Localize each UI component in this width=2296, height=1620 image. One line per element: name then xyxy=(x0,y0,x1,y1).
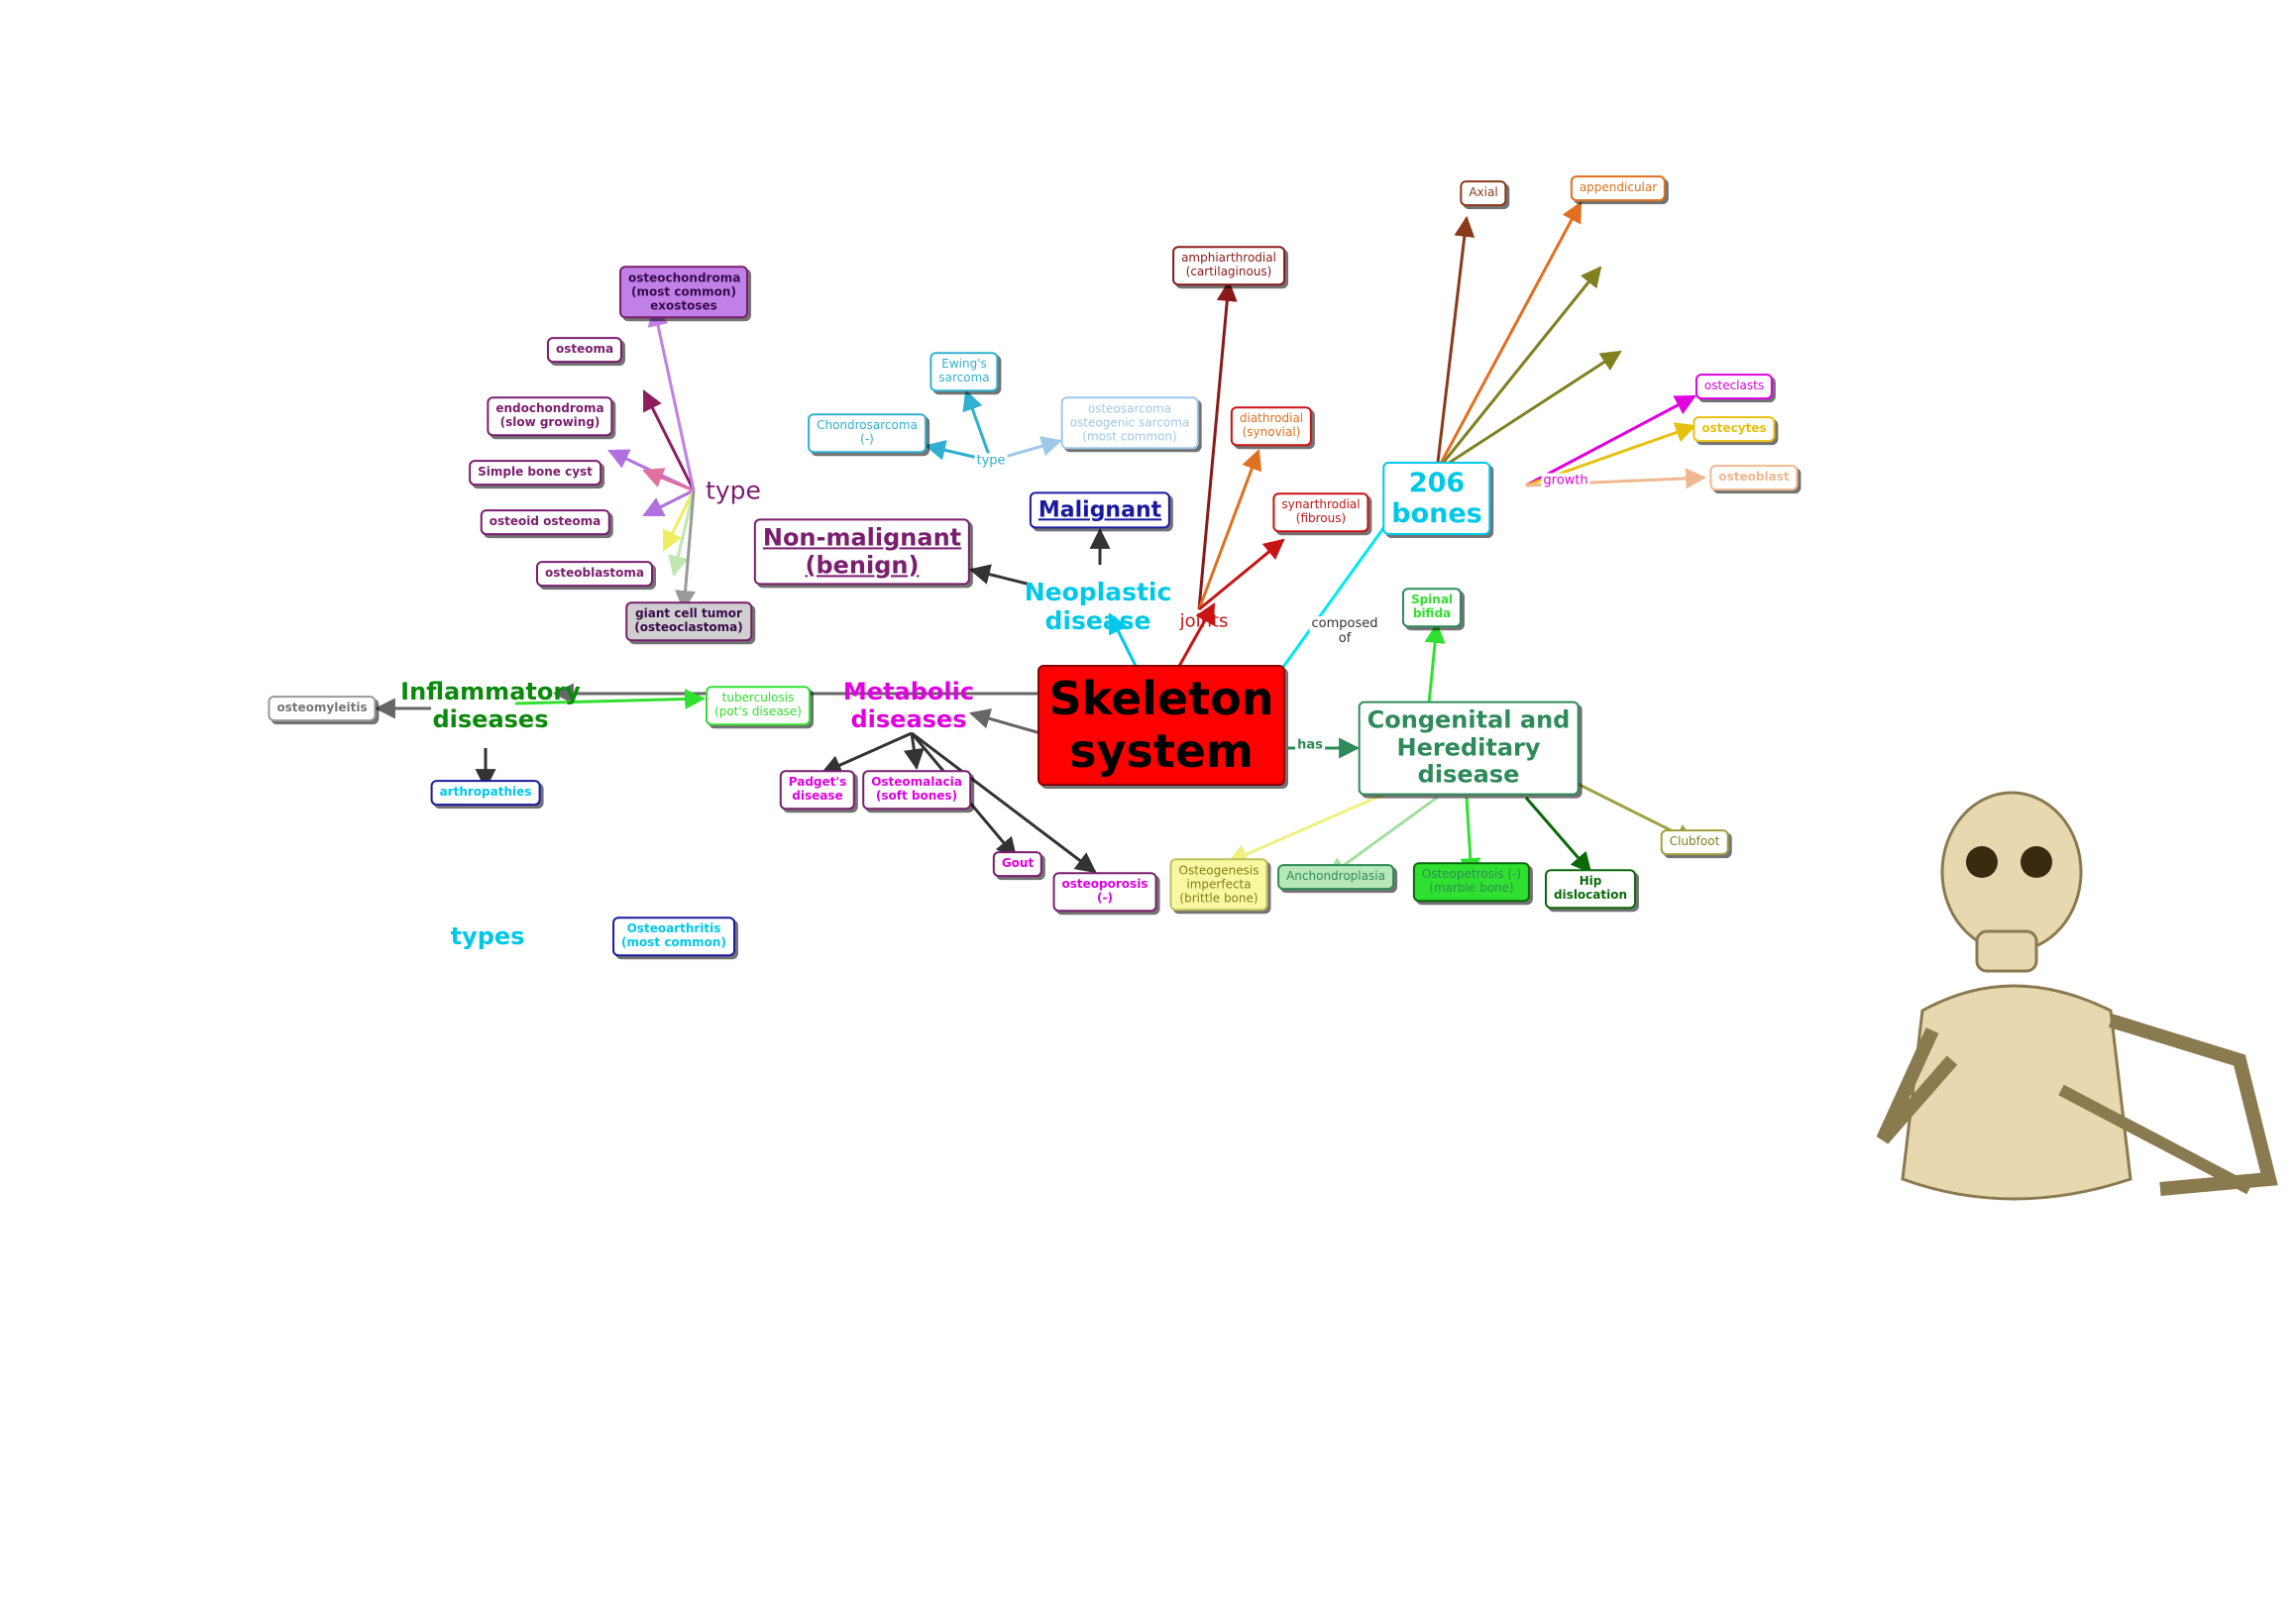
amphiarthrodial-node[interactable]: amphiarthrodial (cartilaginous) xyxy=(1172,246,1285,285)
endochondroma-node[interactable]: endochondroma (slow growing) xyxy=(487,396,613,436)
osteoid-osteoma-node[interactable]: osteoid osteoma xyxy=(480,509,610,535)
chondrosarcoma-node[interactable]: Chondrosarcoma (-) xyxy=(808,413,927,453)
inflammatory-diseases[interactable]: Inflammatory diseases xyxy=(400,678,581,733)
giant-cell-tumor-node[interactable]: giant cell tumor (osteoclastoma) xyxy=(625,601,752,641)
central-node[interactable]: Skeleton system xyxy=(1038,665,1285,786)
congenital-hereditary-node[interactable]: Congenital and Hereditary disease xyxy=(1358,701,1580,796)
osteoblast-node[interactable]: osteoblast xyxy=(1709,465,1799,490)
padgets-disease-node[interactable]: Padget's disease xyxy=(779,770,856,810)
type-label: type xyxy=(706,476,761,505)
osteomyleitis-node[interactable]: osteomyleitis xyxy=(268,696,377,721)
osteoblastoma-node[interactable]: osteoblastoma xyxy=(535,561,654,587)
diathrodial-node[interactable]: diathrodial (synovial) xyxy=(1230,406,1313,446)
metabolic-diseases[interactable]: Metabolic diseases xyxy=(842,678,975,733)
206-bones-node[interactable]: 206 bones xyxy=(1382,461,1491,536)
spina-bifida-node[interactable]: Spinal bifida xyxy=(1401,588,1463,627)
types-label: types xyxy=(450,922,525,950)
osteoarthritis-node[interactable]: Osteoarthritis (most common) xyxy=(612,917,735,956)
osteoclasts-node[interactable]: osteclasts xyxy=(1695,374,1774,399)
hip-dislocation-node[interactable]: Hip dislocation xyxy=(1544,869,1637,909)
ewings-sarcoma-node[interactable]: Ewing's sarcoma xyxy=(929,352,999,391)
osteopetrosis-node[interactable]: Osteopetrosis (-) (marble bone) xyxy=(1412,862,1531,902)
simple-bone-cyst-node[interactable]: Simple bone cyst xyxy=(469,460,601,486)
axial-node[interactable]: Axial xyxy=(1460,180,1507,206)
osteosarcoma-node[interactable]: osteosarcoma osteogenic sarcoma (most co… xyxy=(1060,396,1199,450)
appendicular-node[interactable]: appendicular xyxy=(1570,175,1667,201)
growth-label: growth xyxy=(1541,473,1590,488)
osteomalacia-node[interactable]: Osteomalacia (soft bones) xyxy=(862,770,971,810)
joints-label[interactable]: joints xyxy=(1179,610,1229,632)
clubfoot-node[interactable]: Clubfoot xyxy=(1660,829,1729,855)
synarthrodial-node[interactable]: synarthrodial (fibrous) xyxy=(1272,492,1369,532)
has-label: has xyxy=(1295,737,1325,753)
osteocytes-node[interactable]: ostecytes xyxy=(1693,416,1776,442)
osteoporosis-node[interactable]: osteoporosis (-) xyxy=(1052,872,1157,912)
neoplastic-disease[interactable]: Neoplastic disease xyxy=(1024,578,1172,635)
type-link-label: type xyxy=(974,453,1008,469)
gout-node[interactable]: Gout xyxy=(992,851,1043,877)
osteoma-node[interactable]: osteoma xyxy=(546,337,623,363)
non-malignant-node[interactable]: Non-malignant (benign) xyxy=(753,518,971,586)
achondroplasia-node[interactable]: Anchondroplasia xyxy=(1277,864,1394,890)
osteogenesis-imperfecta-node[interactable]: Osteogenesis imperfecta (brittle bone) xyxy=(1169,858,1268,912)
arthropathies-node[interactable]: arthropathies xyxy=(430,780,541,806)
composed-of-label: composed of xyxy=(1309,616,1380,646)
osteochondroma-node[interactable]: osteochondroma (most common) exostoses xyxy=(619,266,748,319)
malignant-node[interactable]: Malignant xyxy=(1029,491,1171,529)
tuberculosis-node[interactable]: tuberculosis (pot's disease) xyxy=(706,686,811,725)
skeleton-illustration xyxy=(1876,791,2278,1201)
